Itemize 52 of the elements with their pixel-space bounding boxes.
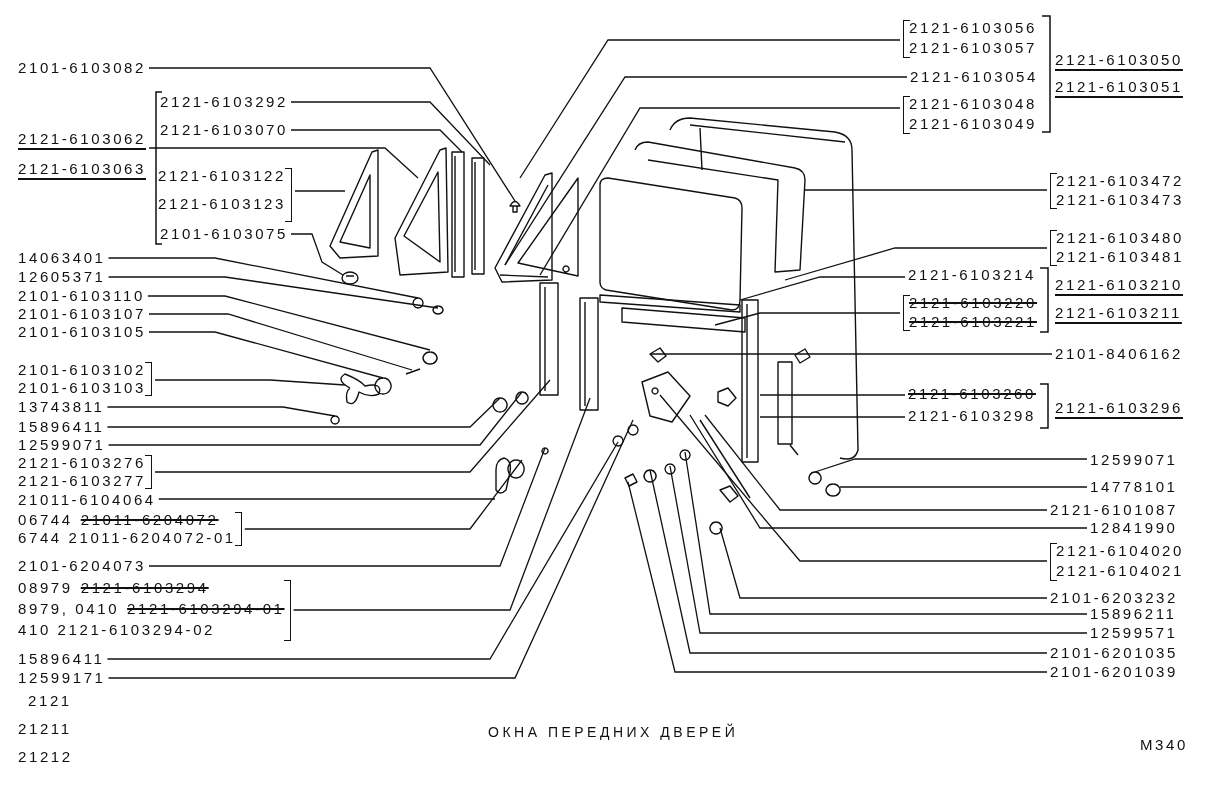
leader-line — [649, 353, 1053, 355]
leader-line — [106, 406, 336, 417]
leader-line — [154, 379, 346, 386]
leader-line — [290, 129, 463, 153]
leader-line — [154, 379, 551, 473]
leader-line — [504, 76, 908, 266]
part-number: 2121-6103050 — [1055, 51, 1183, 68]
leader-line — [290, 101, 491, 166]
leader-line — [689, 414, 1088, 529]
leader-line — [107, 257, 419, 299]
leader-line — [107, 391, 523, 446]
leader-line — [659, 394, 1048, 562]
leader-line — [739, 276, 906, 301]
leader-line — [148, 313, 413, 371]
leader-line — [804, 189, 1048, 191]
leader-line — [148, 147, 419, 179]
leader-line — [147, 295, 431, 351]
leader-line — [669, 465, 1088, 634]
leader-line — [519, 39, 901, 179]
part-number: 2121-6103296 — [1055, 399, 1183, 416]
caption: ОКНА ПЕРЕДНИХ ДВЕРЕЙ — [488, 724, 739, 740]
leader-line — [106, 397, 501, 428]
leader-line — [784, 247, 1048, 281]
leader-line — [106, 441, 619, 660]
leader-line — [814, 458, 1088, 473]
label-text: 21212 — [18, 748, 73, 765]
leader-line — [148, 331, 384, 379]
leader-line — [158, 498, 496, 500]
leader-line — [107, 276, 439, 309]
leader-line — [148, 447, 546, 567]
leader-line — [704, 414, 1048, 511]
label-text: 21211 — [18, 720, 72, 737]
leader-line — [148, 67, 516, 202]
leader-line — [759, 394, 906, 396]
leader-line — [107, 419, 634, 679]
leader-line — [539, 107, 901, 276]
part-number: 2121-6103211 — [1055, 304, 1182, 321]
leader-line — [649, 469, 1048, 654]
leader-line — [719, 527, 1048, 599]
label-text: 2121 — [28, 692, 72, 709]
leader-line — [684, 451, 1088, 615]
leader-line — [714, 312, 901, 326]
leader-line — [759, 416, 906, 418]
leader-line — [292, 397, 591, 611]
leader-line — [244, 459, 523, 530]
leader-line — [290, 233, 344, 276]
leader-line — [627, 481, 1048, 673]
leader-line — [294, 190, 346, 192]
label-text: М340 — [1140, 736, 1188, 753]
part-number: 2121-6103051 — [1055, 78, 1183, 95]
part-number: 2121-6103210 — [1055, 276, 1183, 293]
leader-line — [839, 486, 1088, 488]
